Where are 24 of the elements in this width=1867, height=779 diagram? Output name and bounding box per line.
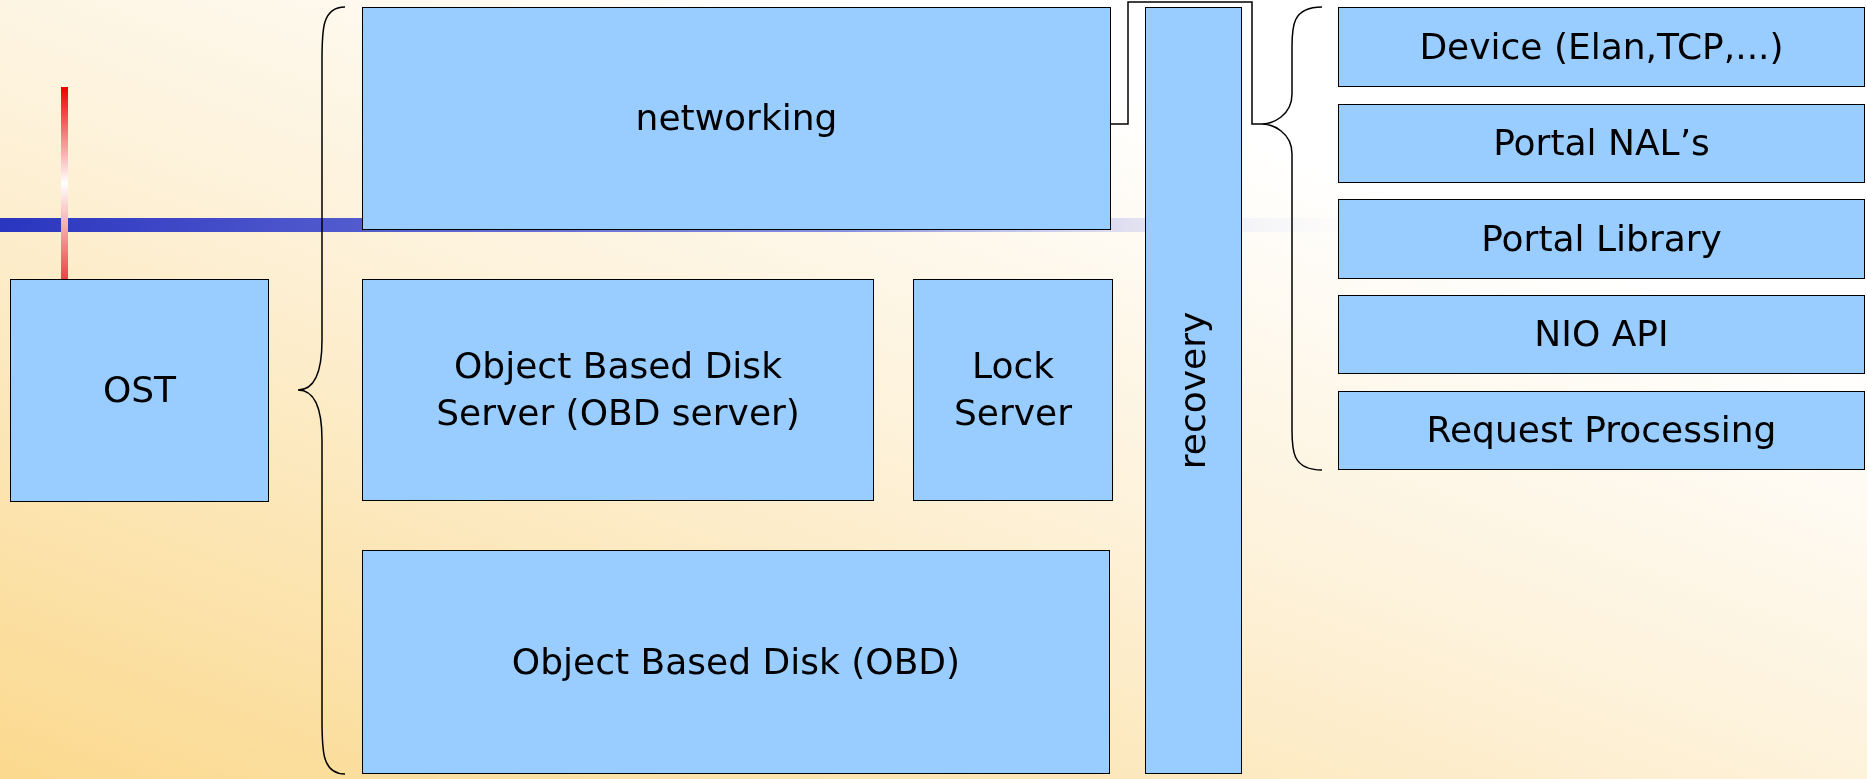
box-label: Request Processing [1426,408,1777,453]
box-label: Object Based Disk Server (OBD server) [435,344,801,435]
box-label: Lock Server [952,344,1074,435]
box-label: OST [102,368,177,413]
process-box [1338,295,1865,374]
curly-brace [1261,6,1323,471]
process-box [1338,7,1865,87]
box-label: Object Based Disk (OBD) [511,639,961,684]
box-label: Portal Library [1481,216,1722,261]
process-box [362,7,1111,230]
recovery-bar [1145,7,1242,774]
box-label: NIO API [1534,312,1669,357]
box-label: Portal NAL’s [1493,121,1710,166]
connector-line [1110,1,1263,125]
box-label: Device (Elan,TCP,...) [1419,24,1784,69]
process-box [1338,199,1865,279]
process-box [362,550,1110,774]
process-box [913,279,1113,501]
box-label: networking [635,96,838,141]
process-box [362,279,874,501]
box-label: recovery [1171,311,1215,470]
process-box [1338,104,1865,183]
process-box [1338,391,1865,470]
process-box [10,279,269,502]
